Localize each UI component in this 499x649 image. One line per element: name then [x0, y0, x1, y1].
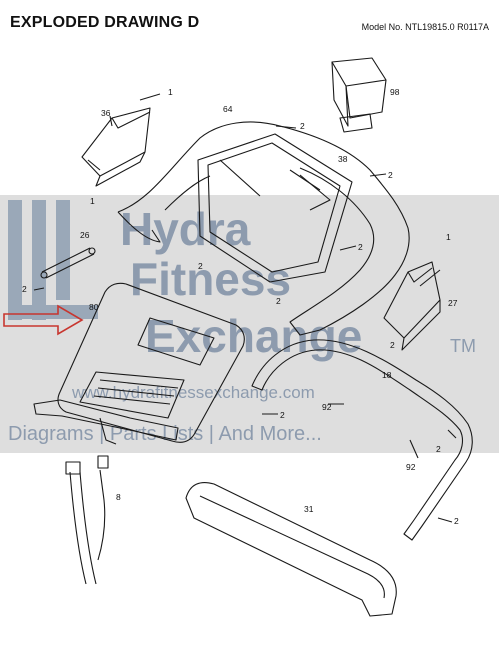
watermark-brand-1: Hydra [120, 203, 251, 255]
watermark-band [0, 195, 499, 453]
part-27-right-cover [383, 261, 441, 351]
callout-36: 36 [101, 108, 111, 118]
watermark-brand-2: Fitness [130, 253, 291, 305]
part-8-cable [65, 455, 109, 585]
callout-1a: 1 [168, 87, 173, 97]
part-98-tablet-holder [331, 57, 387, 133]
red-pointer-arrow [3, 304, 84, 336]
callout-1b: 1 [90, 196, 95, 206]
callout-2e: 2 [198, 261, 203, 271]
callout-92a: 92 [322, 402, 332, 412]
console-bracket [33, 399, 179, 445]
callout-38: 38 [338, 154, 348, 164]
part-26-bracket [40, 247, 96, 279]
callout-2c: 2 [358, 242, 363, 252]
callout-2i: 2 [436, 444, 441, 454]
watermark-url: www.hydrafitnessexchange.com [71, 383, 315, 402]
hardware-leaders [33, 93, 457, 523]
watermark-brand-3: Exchange [145, 310, 362, 362]
callout-18: 18 [382, 370, 392, 380]
callout-2d: 2 [22, 284, 27, 294]
callout-8: 8 [116, 492, 121, 502]
callout-80: 80 [89, 302, 99, 312]
callout-2b: 2 [388, 170, 393, 180]
callout-27: 27 [448, 298, 458, 308]
part-18-handrail [251, 339, 473, 541]
callout-98: 98 [390, 87, 400, 97]
part-80-console [57, 282, 245, 443]
callout-2h: 2 [280, 410, 285, 420]
watermark-trademark: TM [450, 336, 476, 356]
callout-1c: 1 [446, 232, 451, 242]
callout-31: 31 [304, 504, 314, 514]
model-number: Model No. NTL19815.0 R0117A [361, 22, 489, 32]
callout-2a: 2 [300, 121, 305, 131]
diagram-title: EXPLODED DRAWING D [10, 14, 200, 31]
callout-2j: 2 [454, 516, 459, 526]
part-31-tray [185, 481, 397, 617]
callout-92b: 92 [406, 462, 416, 472]
watermark-tagline: Diagrams | Parts Lists | And More... [8, 423, 322, 445]
callout-64: 64 [223, 104, 233, 114]
callout-2f: 2 [276, 296, 281, 306]
part-64-handlebar-frame [117, 121, 410, 336]
part-36-left-cover [81, 107, 151, 187]
callout-2g: 2 [390, 340, 395, 350]
callout-26: 26 [80, 230, 90, 240]
